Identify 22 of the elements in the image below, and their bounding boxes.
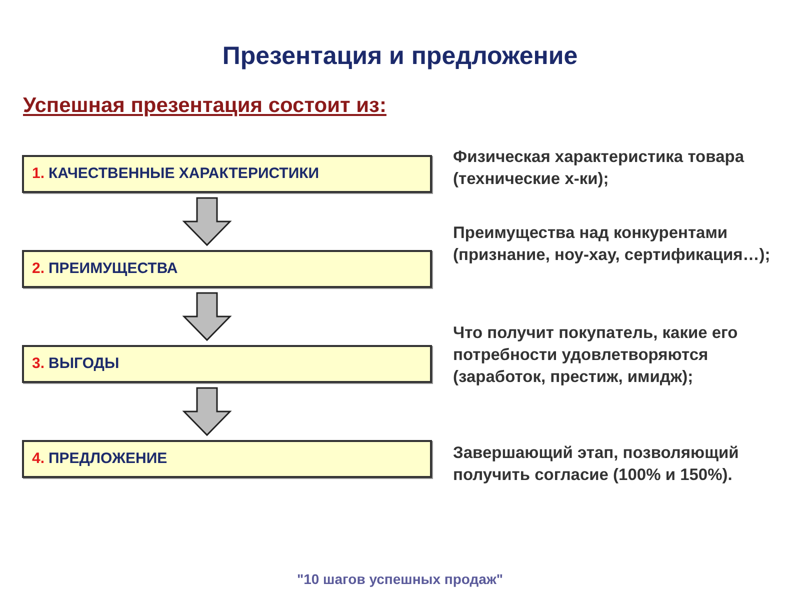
step-number: 4. (32, 448, 45, 469)
step-box (22, 345, 432, 383)
step-title: ПРЕДЛОЖЕНИЕ (48, 448, 168, 469)
step-description: Что получит покупатель, какие его потребности удовлетворяются (заработок, престиж, имидж); (453, 323, 739, 388)
slide-title: Презентация и предложение (221, 41, 579, 72)
step-description: Физическая характеристика товара (технические х-ки); (453, 147, 746, 190)
step-number: 1. (32, 164, 45, 184)
subtitle: Успешная презентация состоит из: (23, 93, 386, 119)
block-arrow (182, 292, 232, 342)
step-title: КАЧЕСТВЕННЫЕ ХАРАКТЕРИСТИКИ (48, 164, 320, 184)
step-box (22, 155, 432, 193)
block-arrow (182, 387, 232, 436)
step-title: ПРЕИМУЩЕСТВА (48, 258, 178, 279)
block-arrow (182, 197, 232, 246)
step-box (22, 250, 432, 288)
step-description: Завершающий этап, позволяющий получить согласие (100% и 150%). (453, 443, 740, 486)
step-number: 2. (32, 258, 45, 279)
footer-caption: "10 шагов успешных продаж" (296, 570, 504, 589)
step-title: ВЫГОДЫ (48, 354, 120, 374)
step-number: 3. (32, 354, 45, 374)
step-box (22, 440, 432, 478)
step-description: Преимущества над конкурентами (признание, ноу-хау, сертификация…); (453, 223, 772, 266)
